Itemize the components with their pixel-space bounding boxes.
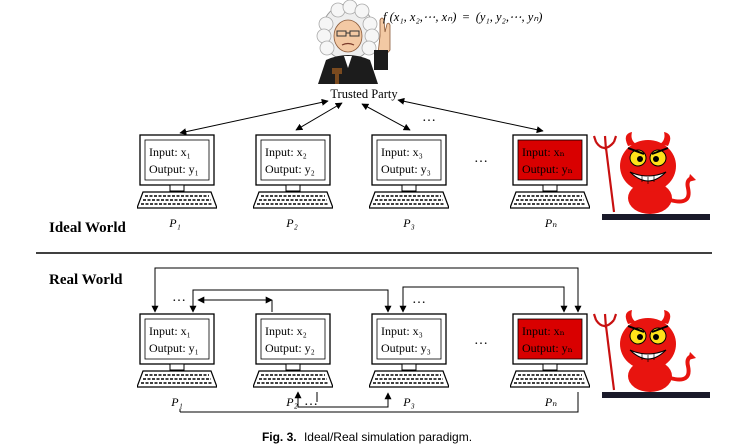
real-channel-arrows [151,267,582,413]
caption-label: Fig. 3. [262,430,297,444]
corrupt-screen [517,139,583,181]
real-dots-mid: … [474,333,488,348]
arrow-tp-pn [397,97,544,134]
ideal-computers: Input: x₁ Output: y₁ P₁ Input: x₂ Output… [137,134,590,230]
real-output-y2: Output: y₂ [265,341,315,355]
ideal-dots-top: … [422,110,436,125]
party-p2: P₂ [285,216,298,230]
input-x1: Input: x₁ [149,145,191,159]
real-party-pn: Pₙ [544,395,557,409]
output-y2: Output: y₂ [265,162,315,176]
real-world-title: Real World [49,272,123,288]
real-computer-p3: Input: x₃ Output: y₃ P₃ [369,313,449,409]
figure-caption: Fig. 3. Ideal/Real simulation paradigm. [262,430,472,444]
computer-p1: Input: x₁ Output: y₁ P₁ [137,134,217,230]
trusted-party-label: Trusted Party [330,87,398,101]
real-computers: Input: x₁ Output: y₁ P₁ Input: x₂ Output… [137,313,590,409]
real-input-x1: Input: x₁ [149,324,191,338]
ideal-dots-mid: … [474,151,488,166]
computer-p2: Input: x₂ Output: y₂ P₂ [253,134,333,230]
real-dots-top-right: … [412,292,426,307]
output-yn: Output: yₙ [522,162,573,176]
real-dots-top-left: … [172,290,186,305]
real-party-p2: P₂ [285,395,298,409]
real-computer-p2: Input: x₂ Output: y₂ P₂ [253,313,333,409]
input-x3: Input: x₃ [381,145,423,159]
real-input-xn: Input: xₙ [522,324,565,338]
real-computer-p1: Input: x₁ Output: y₁ P₁ [137,313,217,409]
real-computer-pn: Input: xₙ Output: yₙ Pₙ [510,313,590,409]
party-pn: Pₙ [544,216,557,230]
output-y3: Output: y₃ [381,162,431,176]
real-input-x3: Input: x₃ [381,324,423,338]
real-party-p1: P₁ [170,395,183,409]
real-output-y1: Output: y₁ [149,341,199,355]
computer-pn: Input: xₙ Output: yₙ Pₙ [510,134,590,230]
caption-text: Ideal/Real simulation paradigm. [304,430,472,444]
input-x2: Input: x₂ [265,145,307,159]
output-y1: Output: y₁ [149,162,199,176]
input-xn: Input: xₙ [522,145,565,159]
party-p3: P₃ [402,216,415,230]
computer-p3: Input: x₃ Output: y₃ P₃ [369,134,449,230]
real-output-y3: Output: y₃ [381,341,431,355]
ideal-world-title: Ideal World [49,220,126,236]
real-input-x2: Input: x₂ [265,324,307,338]
real-dots-bottom: … [304,394,318,409]
arrow-tp-p2 [295,102,343,131]
devil-icon [592,132,710,220]
ideal-channel-arrows [179,97,544,136]
arrow-tp-p3 [361,103,411,131]
real-party-p3: P₃ [402,395,415,409]
real-corrupt-screen [517,318,583,360]
judge-icon [316,0,391,84]
devil-icon [592,310,710,398]
arrow-tp-p1 [179,98,329,136]
function-formula: f (x₁, x₂,⋯, xₙ) = (y₁, y₂,⋯, yₙ) [383,10,542,24]
party-p1: P₁ [168,216,181,230]
real-output-yn: Output: yₙ [522,341,573,355]
